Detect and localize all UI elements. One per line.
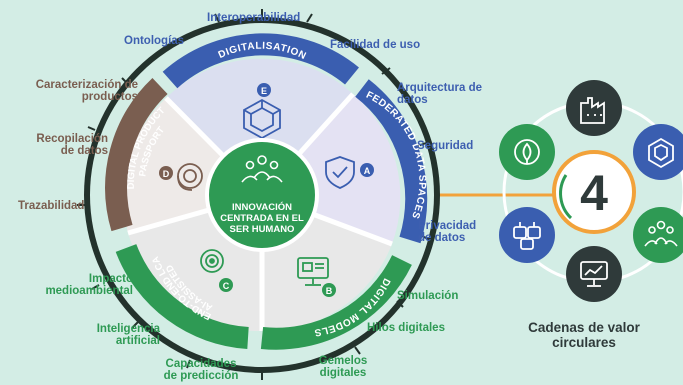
label-privacidad-line1: Privacidad (418, 220, 477, 232)
label-privacidad-line2: de datos (418, 232, 466, 244)
svg-text:E: E (261, 86, 267, 96)
label-capacidades-line2: de predicción (163, 370, 239, 382)
label-hilos: Hilos digitales (367, 322, 445, 334)
target-icon (200, 249, 224, 273)
circular-label-line1: Cadenas de valor (528, 320, 640, 335)
label-simulacion: Simulación (397, 290, 459, 302)
band-federated (355, 79, 428, 244)
label-arquitectura-line2: datos (397, 94, 428, 106)
robot-icon (499, 207, 555, 263)
circular-center (552, 150, 636, 234)
circular-accent (559, 174, 573, 220)
svg-text:B: B (326, 286, 333, 296)
recycle-icon (499, 124, 555, 180)
circular-number: 4 (580, 165, 608, 221)
label-seguridad: Seguridad (417, 140, 474, 152)
label-recopilacion-line2: de datos (60, 145, 108, 157)
center-line1: INNOVACIÓN (232, 201, 292, 213)
label-trazabilidad: Trazabilidad (18, 200, 85, 212)
label-capacidades: Capacidades de predicción (152, 358, 250, 382)
monitor-icon (566, 246, 622, 302)
svg-text:C: C (223, 281, 230, 291)
letter-d-badge: D (159, 166, 173, 180)
label-facilidad: Facilidad de uso (330, 39, 421, 51)
label-inteligencia-line2: artificial (115, 335, 160, 347)
circular-value-chains-label: Cadenas de valor circulares (520, 320, 648, 350)
label-impacto-line1: Impacto (88, 273, 133, 285)
band-ai-lca (115, 243, 249, 349)
label-recopilacion-line1: Recopilación (36, 133, 108, 145)
letter-a-badge: A (360, 163, 374, 177)
letter-c-badge: C (219, 278, 233, 292)
label-privacidad: Privacidad de datos (418, 220, 476, 244)
letter-b-badge: B (322, 283, 336, 297)
center-circle (209, 142, 315, 248)
center-line2: CENTRADA EN EL (220, 213, 304, 224)
label-gemelos-line2: digitales (319, 367, 367, 379)
label-interoperabilidad: Interoperabilidad (207, 12, 301, 24)
label-caracterizacion-line1: Caracterización de (35, 79, 138, 91)
label-recopilacion: Recopilación de datos (18, 133, 108, 157)
label-inteligencia-line1: Inteligencia (96, 323, 160, 335)
letter-e-badge: E (257, 83, 271, 97)
factory-icon (566, 80, 622, 136)
label-ontologias: Ontologías (124, 35, 185, 47)
band-passport (105, 78, 168, 232)
cube-icon (633, 124, 683, 180)
label-caracterizacion-line2: productos (81, 91, 138, 103)
band-digitalisation (162, 33, 359, 89)
label-impacto: Impacto medioambiental (18, 273, 133, 297)
center-line3: SER HUMANO (230, 224, 295, 235)
label-inteligencia: Inteligencia artificial (60, 323, 160, 347)
shield-check-icon (325, 156, 355, 189)
segment-digitalisation (166, 58, 353, 196)
label-gemelos-line1: Gemelos (318, 355, 368, 367)
people-group-icon (633, 207, 683, 263)
label-capacidades-line1: Capacidades (165, 358, 237, 370)
label-impacto-line2: medioambiental (45, 285, 133, 297)
label-arquitectura-line1: Arquitectura de (397, 82, 482, 94)
monitor-icon (297, 257, 329, 286)
circular-label-line2: circulares (552, 335, 616, 350)
ring-ticks (77, 9, 431, 380)
recycle-icon (177, 163, 203, 191)
label-arquitectura: Arquitectura de datos (397, 82, 482, 106)
label-gemelos: Gemelos digitales (308, 355, 378, 379)
people-group-icon (241, 155, 283, 183)
svg-text:D: D (163, 169, 170, 179)
label-caracterizacion: Caracterización de productos (8, 79, 138, 103)
svg-text:A: A (364, 166, 371, 176)
band-digital-models (260, 255, 412, 350)
